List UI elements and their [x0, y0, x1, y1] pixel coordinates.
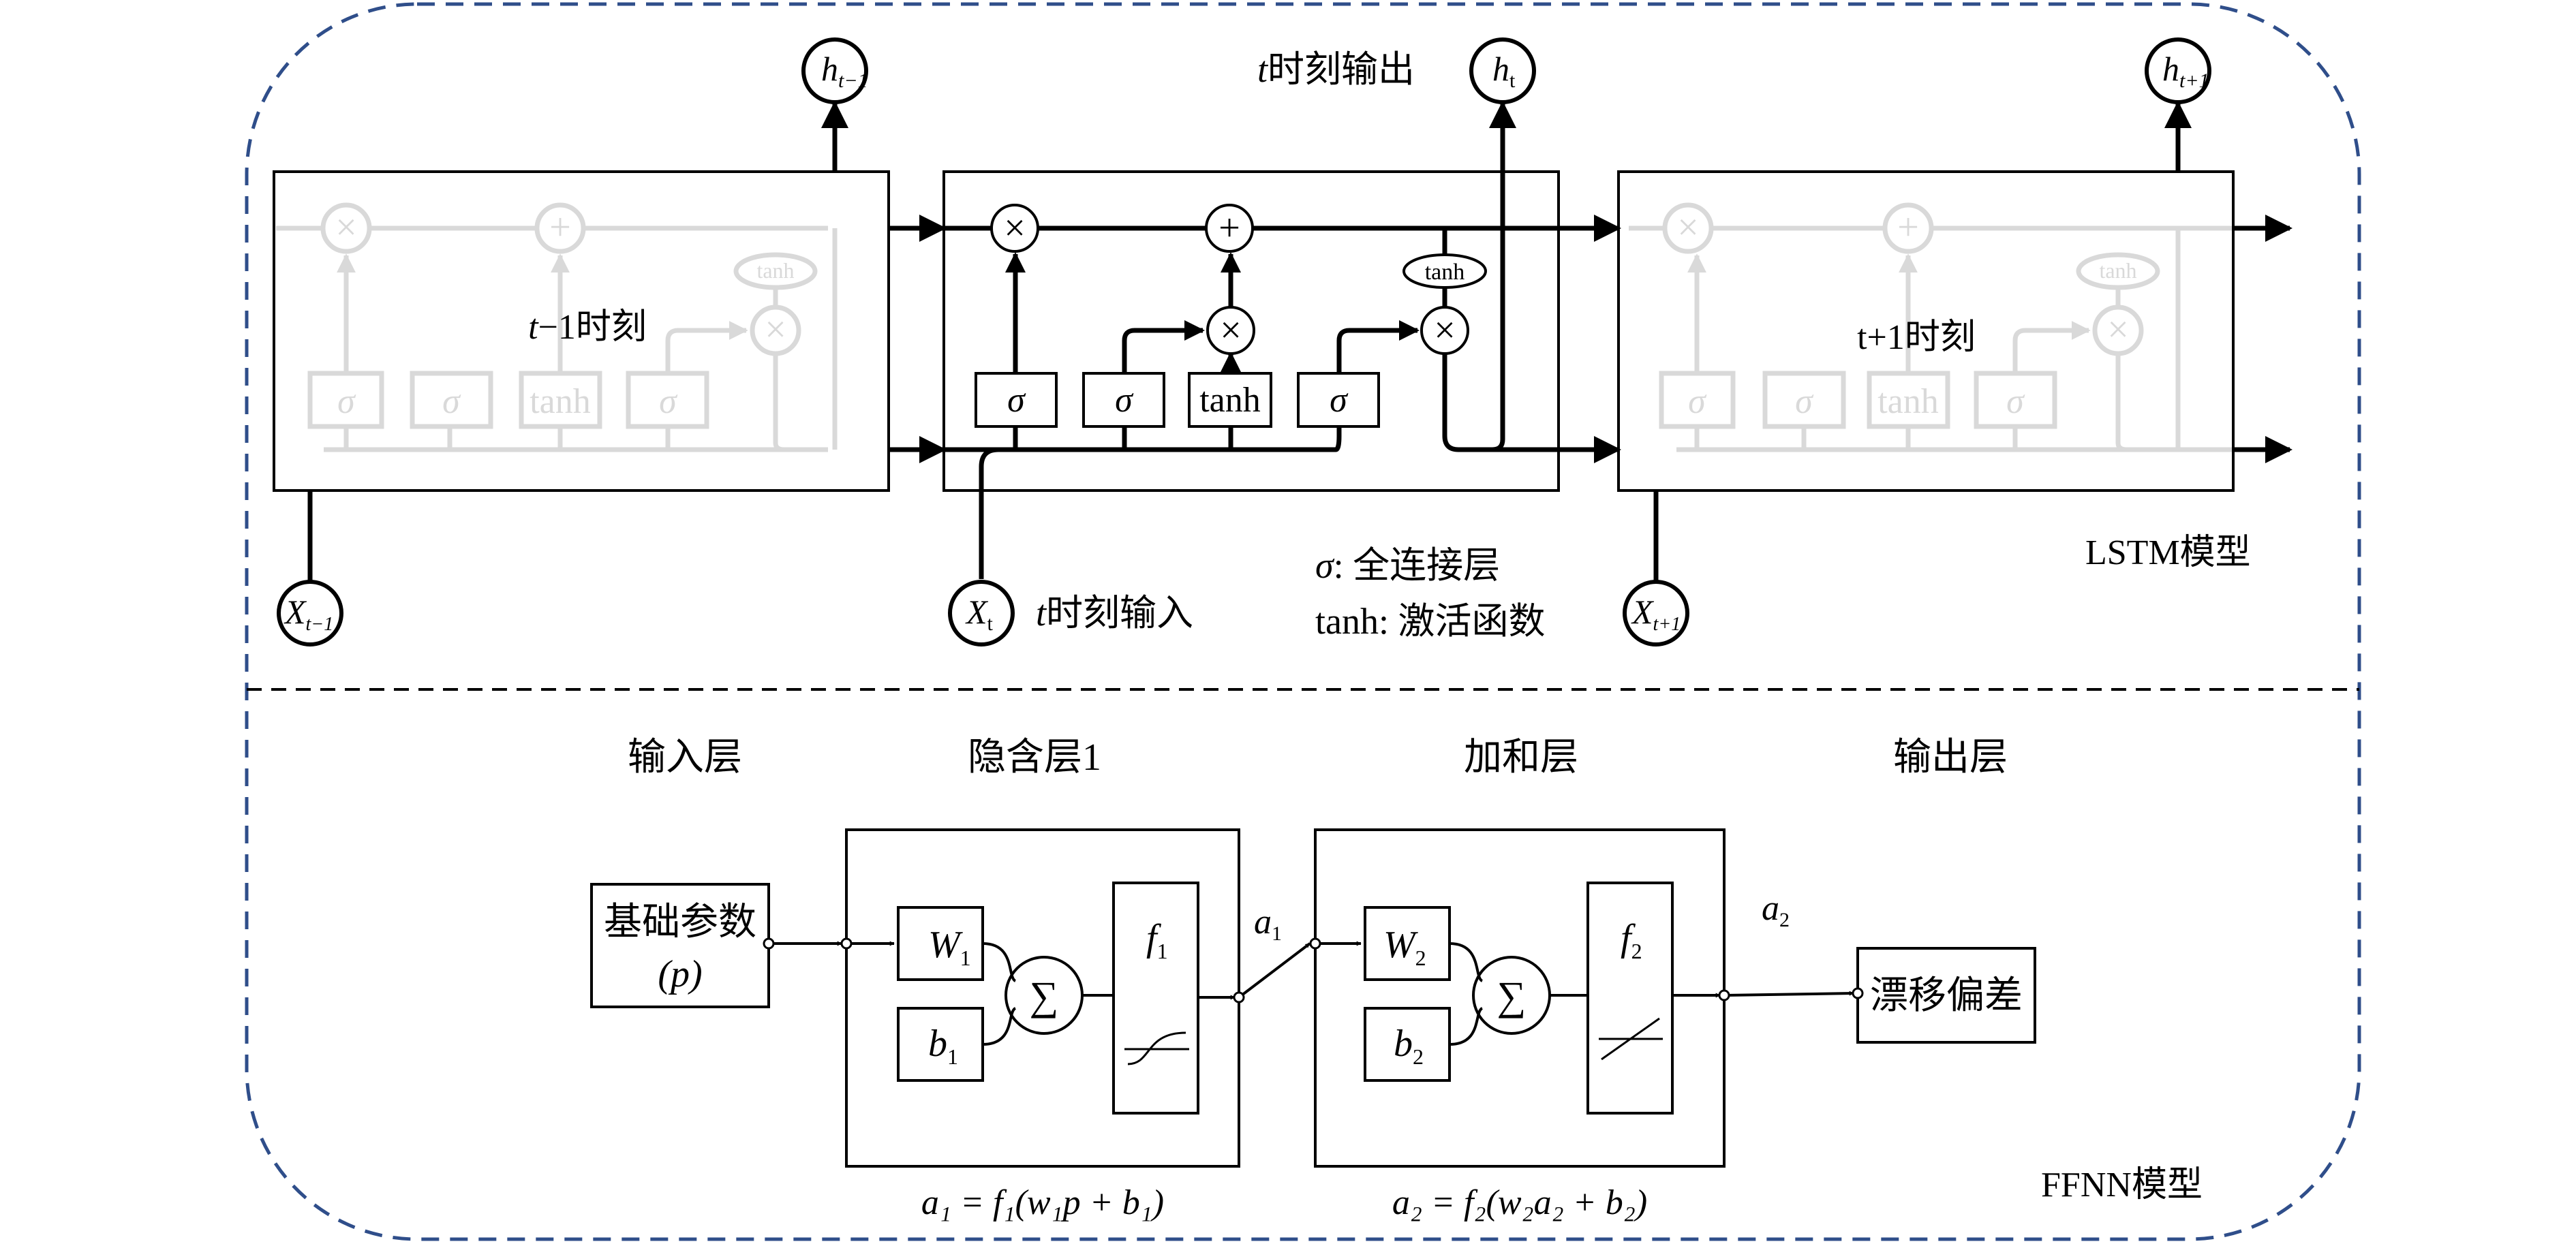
h-next-node — [2145, 37, 2211, 104]
sum-f2-box — [1586, 882, 1674, 1115]
lstm-cell-prev-label: t−1时刻 — [528, 308, 647, 347]
lstm-cell-next-label: t+1时刻 — [1857, 318, 1976, 357]
cell-tanh-symbol: tanh — [1425, 260, 1465, 285]
svg-text:tanh: tanh — [1877, 382, 1939, 421]
lstm-cell-next-box — [1617, 170, 2235, 492]
x-prev-node — [277, 580, 343, 647]
output-multiply-symbol: × — [1434, 309, 1456, 352]
output-drift-box — [1856, 947, 2036, 1044]
lstm-cell-prev-faded-text: σ σ tanh σ × + × tanh — [335, 206, 794, 421]
lstm-x-nodes: Xt−1 Xt Xt+1 — [277, 580, 1689, 647]
gate-input-sigma — [1082, 372, 1165, 428]
output-multiply-op — [1420, 306, 1469, 355]
svg-text:tanh: tanh — [2099, 258, 2136, 283]
sum-layer-sum-symbol: ∑ — [1497, 974, 1527, 1018]
legend-sigma: σ: 全连接层 — [1315, 545, 1500, 586]
lstm-model-label: LSTM模型 — [2085, 533, 2251, 572]
a2-label: a2 — [1762, 889, 1790, 931]
hidden-w1-label: W1 — [928, 924, 971, 970]
formula-sum: a₂ = f₂(w₂a₂ + b₂) — [1392, 1183, 1647, 1222]
lstm-section: σ σ tanh σ × + × tanh t−1时刻 — [273, 37, 2293, 647]
svg-text:×: × — [1677, 206, 1699, 249]
svg-text:σ: σ — [659, 382, 678, 421]
lstm-cell-next-internals — [1629, 202, 2242, 452]
ffnn-model-label: FFNN模型 — [2041, 1166, 2203, 1204]
x-next-node — [1623, 580, 1689, 647]
svg-text:+: + — [549, 206, 571, 249]
cell-add-symbol: + — [1218, 207, 1240, 249]
layer-title-hidden: 隐含层1 — [968, 736, 1101, 779]
svg-text:tanh: tanh — [530, 382, 591, 421]
sigmoid-icon — [1124, 1031, 1189, 1065]
h-next-label: ht+1 — [2162, 50, 2209, 92]
svg-text:+: + — [1897, 206, 1919, 249]
cell-add-op — [1205, 204, 1254, 253]
output-drift-label: 漂移偏差 — [1870, 975, 2023, 1017]
x-curr-label: Xt — [965, 593, 994, 635]
ffnn-section: 输入层 隐含层1 加和层 输出层 基础参数 (p) W1 b1 ∑ f1 W2 … — [590, 736, 2203, 1222]
h-prev-node — [801, 37, 868, 104]
input-params-line1: 基础参数 — [604, 901, 756, 944]
svg-text:σ: σ — [337, 382, 356, 421]
formula-hidden: a₁ = f₁(w₁p + b₁) — [921, 1183, 1164, 1222]
a1-label: a1 — [1254, 903, 1282, 945]
gate-output-sigma — [1297, 372, 1380, 428]
gate-forget-sigma — [975, 372, 1058, 428]
x-curr-node — [948, 580, 1015, 647]
sum-b2-label: b2 — [1394, 1023, 1424, 1069]
linear-icon — [1599, 1017, 1663, 1061]
sum-w2-box — [1364, 906, 1451, 981]
svg-text:σ: σ — [442, 382, 461, 421]
gate-candidate-tanh — [1188, 372, 1272, 428]
gate-input-label: σ — [1115, 381, 1134, 420]
sum-w2-label: W2 — [1383, 924, 1426, 970]
svg-text:×: × — [2107, 309, 2129, 351]
cell-tanh-op — [1402, 253, 1487, 289]
svg-text:tanh: tanh — [756, 258, 794, 283]
forget-multiply-op — [990, 204, 1039, 253]
lstm-cell-prev-box — [273, 170, 890, 492]
input-params-line2: (p) — [658, 953, 702, 995]
input-multiply-op — [1206, 306, 1255, 355]
lstm-cell-next-faded-text: σ σ tanh σ × + × tanh — [1677, 206, 2136, 421]
forget-multiply-symbol: × — [1004, 207, 1026, 249]
gate-forget-label: σ — [1007, 381, 1026, 420]
h-curr-label: ht — [1492, 50, 1516, 92]
hidden-b1-label: b1 — [928, 1023, 958, 1069]
gate-output-label: σ — [1330, 381, 1349, 420]
x-prev-label: Xt−1 — [283, 593, 333, 635]
lstm-cell-current-box — [942, 170, 1560, 492]
ffnn-connectors — [769, 941, 1854, 1046]
current-output-caption: t时刻输出 — [1257, 49, 1415, 90]
layer-title-output: 输出层 — [1893, 736, 2008, 779]
current-input-caption: t时刻输入 — [1036, 593, 1193, 634]
layer-title-sum: 加和层 — [1464, 736, 1578, 779]
svg-text:×: × — [765, 309, 786, 351]
hidden-sum-symbol: ∑ — [1030, 974, 1059, 1018]
outer-frame — [245, 2, 2361, 1241]
hidden-b1-box — [897, 1007, 984, 1082]
svg-text:×: × — [335, 206, 357, 249]
gate-candidate-label: tanh — [1199, 381, 1261, 420]
lstm-h-nodes: ht−1 ht ht+1 — [801, 37, 2211, 104]
h-prev-label: ht−1 — [821, 50, 868, 92]
input-multiply-symbol: × — [1220, 309, 1242, 352]
lstm-pointwise-ops — [990, 204, 1487, 355]
svg-text:σ: σ — [1795, 382, 1814, 421]
ffnn-ports — [763, 937, 1864, 1003]
lstm-gates — [975, 372, 1380, 428]
legend-tanh: tanh: 激活函数 — [1315, 601, 1545, 642]
svg-text:σ: σ — [1688, 382, 1707, 421]
lstm-current-wiring — [307, 101, 2293, 582]
lstm-cell-prev-internals — [276, 202, 838, 452]
layer-title-input: 输入层 — [628, 736, 742, 779]
hidden-w1-box — [897, 906, 984, 981]
svg-text:σ: σ — [2006, 382, 2025, 421]
h-curr-node — [1469, 37, 1536, 104]
x-next-label: Xt+1 — [1631, 593, 1681, 635]
